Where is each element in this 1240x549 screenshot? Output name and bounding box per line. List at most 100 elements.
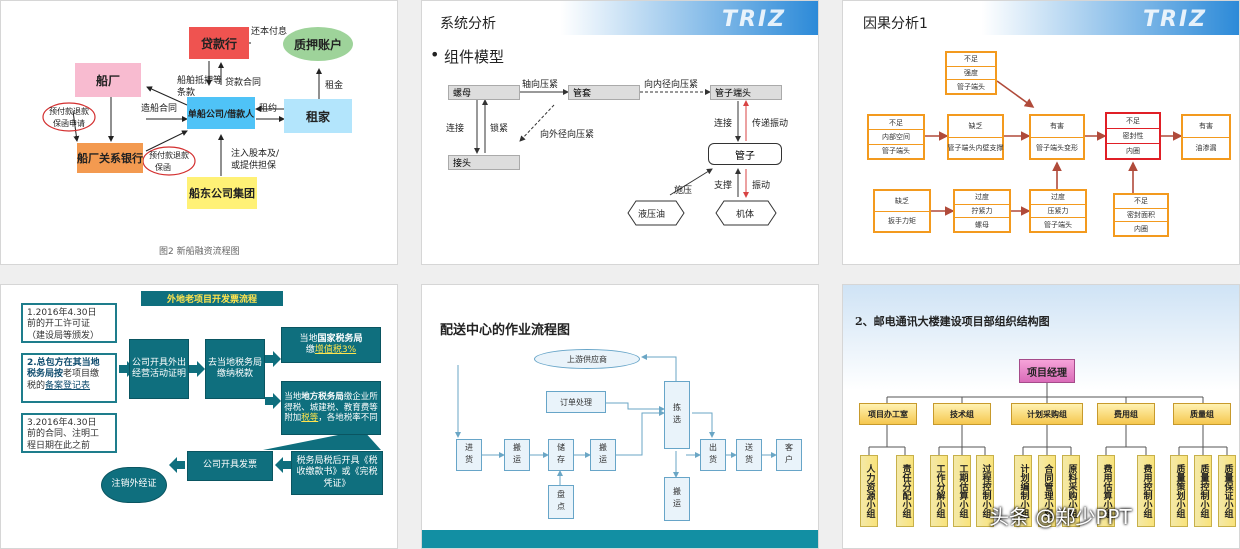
bullet-dot: • <box>430 45 440 64</box>
doc-line: 老项目缴 <box>63 369 100 380</box>
node-receive: 进货 <box>456 439 482 471</box>
org-sub-q-assure: 质量保证小组 <box>1218 455 1236 527</box>
cause-cell: 不足 <box>1115 195 1167 209</box>
label-inject-1: 注入股本及/ <box>231 149 280 159</box>
node-customer: 客户 <box>776 439 802 471</box>
cause-cell: 过度 <box>955 191 1009 205</box>
text-part: 缴 <box>305 345 315 355</box>
org-sub-process: 过程控制小组 <box>976 455 994 527</box>
org-sub-wbs: 工作分解小组 <box>930 455 948 527</box>
label-prepay-guar-1: 预付款退款 <box>149 151 189 160</box>
org-group-quality: 质量组 <box>1173 403 1231 425</box>
org-sub-cost-est: 费用估算小组 <box>1097 455 1115 527</box>
cause-cell: 缺乏 <box>949 116 1002 138</box>
loan-bank-box: 贷款行 <box>189 27 249 59</box>
label-rent: 租金 <box>325 81 344 91</box>
label-outer-radial: 向外径向压紧 <box>540 130 595 140</box>
pipe-box: 管子 <box>708 143 782 165</box>
text-part: 税等 <box>301 413 319 424</box>
label-charter: 租约 <box>259 104 278 114</box>
panel2-title: 系统分析 <box>440 16 496 32</box>
label-connect-2: 连接 <box>714 119 733 129</box>
org-group-cost: 费用组 <box>1097 403 1155 425</box>
cause-cell: 管子端头变形 <box>1036 143 1078 152</box>
cause-cell: 强度 <box>947 67 995 81</box>
node-ship: 出货 <box>700 439 726 471</box>
doc-line: 税务局按 <box>27 369 64 380</box>
label-connect-1: 连接 <box>446 124 465 134</box>
invoice-flow-arrows <box>119 351 381 473</box>
org-sub-q-ctrl: 质量控制小组 <box>1194 455 1212 527</box>
cause-cell: 密封性 <box>1107 129 1159 144</box>
box-out-business-cert: 公司开具外出经营活动证明 <box>129 339 189 399</box>
cause-box-support: 缺乏管子端头内壁支撑 <box>947 114 1004 160</box>
cause-cell: 过度 <box>1031 191 1085 205</box>
distribution-flow-arrows <box>455 354 777 485</box>
cause-cell: 油渗漏 <box>1195 143 1217 152</box>
box-tax-receipt: 税务局税后开具《税收缴款书》或《完税凭证》 <box>291 451 383 495</box>
body-label: 机体 <box>736 210 755 220</box>
label-transmit: 传递振动 <box>752 119 789 129</box>
org-sub-q-plan: 质量策划小组 <box>1170 455 1188 527</box>
box-pay-local-tax: 去当地税务局缴纳税款 <box>205 339 265 399</box>
text-part: 增值税3% <box>314 345 357 355</box>
label-press: 施压 <box>674 186 693 196</box>
text-part: 国家税务局 <box>317 333 363 344</box>
label-axial: 轴向压紧 <box>522 80 559 90</box>
label-support: 支撑 <box>714 181 733 191</box>
panel-invoice-flow: 外地老项目开发票流程 1.2016年4.30日 前的开工许可证 （建设局等颁发）… <box>0 284 398 549</box>
oil-label: 液压油 <box>638 210 666 220</box>
pledge-account-ellipse: 质押账户 <box>283 27 353 61</box>
cause-cell: 不足 <box>947 53 995 67</box>
single-ship-company-box: 单船公司/借款人 <box>187 97 255 129</box>
node-pick: 拣选 <box>664 381 690 449</box>
box-cancel-cert: 注销外经证 <box>101 467 167 503</box>
cause-box-strength: 不足强度管子端头 <box>945 51 997 95</box>
org-sub-contract: 合同管理小组 <box>1038 455 1056 527</box>
cause-cell: 拧紧力 <box>955 205 1009 219</box>
label-lock: 锁紧 <box>490 124 509 134</box>
org-sub-responsibility: 责任分配小组 <box>896 455 914 527</box>
cause-box-torque: 缺乏扳手力矩 <box>873 189 931 233</box>
label-mortgage-1: 船舶抵押等 <box>177 76 223 86</box>
doc-line: 前的开工许可证 <box>27 319 91 330</box>
cause-box-seal: 不足密封性内圈 <box>1105 112 1161 160</box>
cause-cell: 不足 <box>1107 114 1159 129</box>
cause-cell: 螺母 <box>975 220 989 229</box>
node-carry-3: 搬运 <box>664 477 690 521</box>
distribution-flow-title: 配送中心的作业流程图 <box>440 323 571 338</box>
doc-line: 程日期在此之前 <box>27 440 91 451</box>
org-sub-procure: 原料采购小组 <box>1062 455 1080 527</box>
label-inject-2: 或提供担保 <box>231 161 277 171</box>
org-root-manager: 项目经理 <box>1019 359 1075 383</box>
node-supplier: 上游供应商 <box>534 349 640 369</box>
local-tax-text: 当地地方税务局缴企业所得税、城建税、教育费等附加税等，各地税率不同 <box>284 392 378 424</box>
panel-org-chart: 2、邮电通讯大楼建设项目部组织结构图 项目经理 项目办工室 技术组 计划采购组 … <box>842 284 1240 549</box>
box-national-tax: 当地国家税务局缴增值税3% <box>281 327 381 363</box>
national-tax-text: 当地国家税务局缴增值税3% <box>299 334 362 357</box>
org-group-tech: 技术组 <box>933 403 991 425</box>
doc-line: 税的 <box>27 380 46 391</box>
org-sub-hr: 人力资源小组 <box>860 455 878 527</box>
doc-line: 备案登记表 <box>45 380 91 391</box>
cause-box-leak: 有害油渗漏 <box>1181 114 1231 160</box>
panel-component-model: 系统分析 TRIZ • 组件模型 螺母 管套 管子端头 接头 管子 液压油 机体… <box>421 0 819 265</box>
nut-box: 螺母 <box>448 85 520 100</box>
box-local-tax: 当地地方税务局缴企业所得税、城建税、教育费等附加税等，各地税率不同 <box>281 381 381 435</box>
node-carry-2: 搬运 <box>590 439 616 471</box>
cause-cell: 缺乏 <box>875 191 929 212</box>
org-chart-lines <box>868 383 1228 455</box>
cause-cell: 密封面积 <box>1115 209 1167 223</box>
doc-permit: 1.2016年4.30日 前的开工许可证 （建设局等颁发） <box>21 303 117 343</box>
cause-effect-arrows <box>925 80 1183 216</box>
cause-cell: 管子端头 <box>957 82 985 91</box>
cause-cell: 管子端头内壁支撑 <box>947 143 1004 152</box>
cause-box-compress: 过度压紧力管子端头 <box>1029 189 1087 233</box>
doc-line: 1.2016年4.30日 <box>27 308 97 318</box>
label-vibrate: 振动 <box>752 181 771 191</box>
label-loan-contract: 贷款合同 <box>225 78 262 88</box>
cause-cell: 内圈 <box>1134 224 1148 233</box>
node-inventory: 盘点 <box>548 485 574 519</box>
box-issue-invoice: 公司开具发票 <box>187 451 273 481</box>
triz-logo: TRIZ <box>1143 7 1208 32</box>
